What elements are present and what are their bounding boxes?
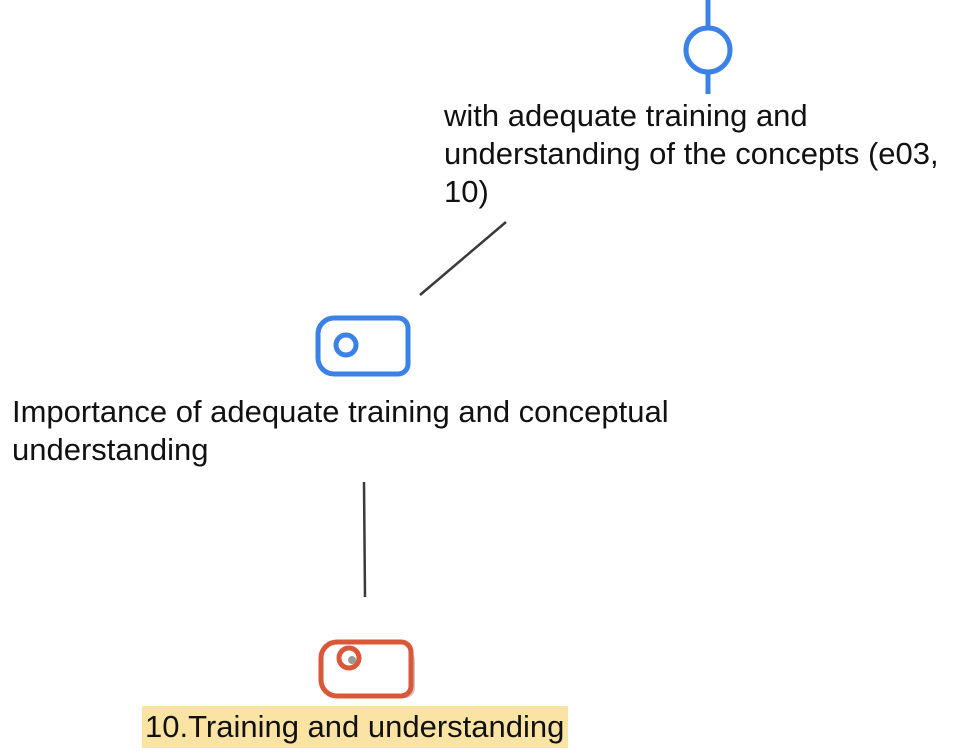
code-node-label[interactable]: 10.Training and understanding [142,706,569,748]
quote-node-label[interactable]: with adequate training and understanding… [444,98,939,209]
edge-quote-to-concept [419,221,507,296]
tag-hole [333,332,359,358]
tag-hole [336,645,362,671]
quote-node-icon[interactable] [683,0,733,94]
code-node-icon[interactable] [318,639,415,699]
concept-node-icon[interactable] [315,315,411,377]
edge-concept-to-code [362,481,367,598]
tag-hole-fill [348,656,356,664]
concept-node-label[interactable]: Importance of adequate training and conc… [12,394,669,467]
